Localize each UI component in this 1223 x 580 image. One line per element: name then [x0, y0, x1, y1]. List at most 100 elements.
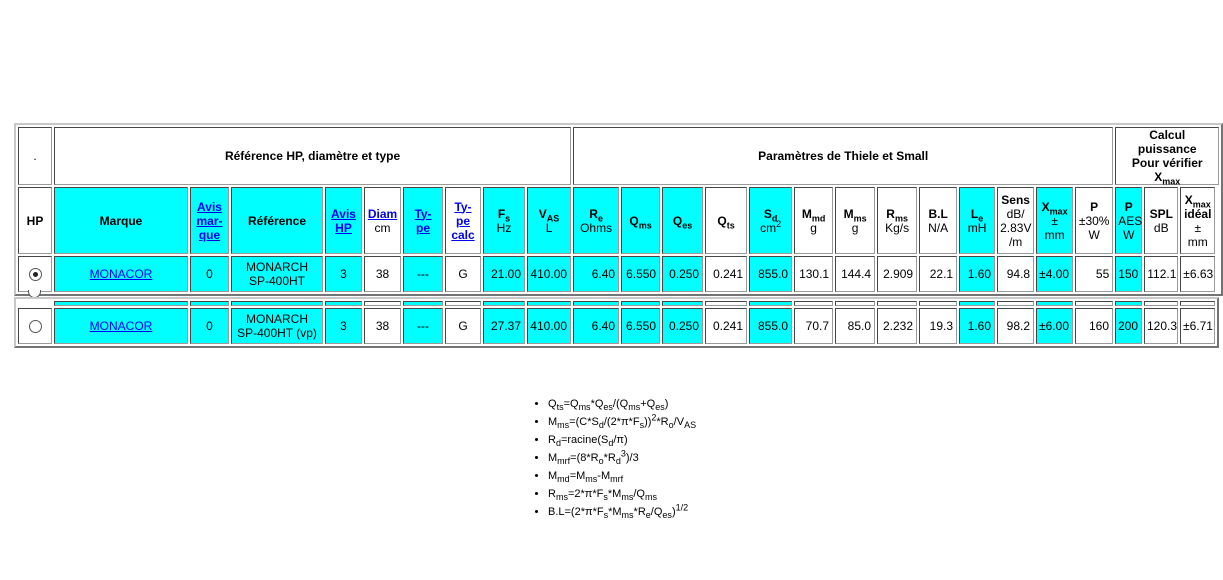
- sort-type-link[interactable]: Ty-pe: [414, 206, 432, 235]
- row-select-cell[interactable]: [18, 256, 52, 292]
- avis-hp-cell: 3: [325, 308, 362, 344]
- row-select-radio[interactable]: [28, 268, 42, 282]
- bl-cell: 22.1: [919, 256, 958, 292]
- formula-item: B.L=(2*π*Fs*Mms*Re/Qes)1/2: [548, 503, 696, 521]
- col-qes-header: Qes: [662, 187, 704, 254]
- formula-item: Mms=(C*Sd/(2*π*Fs))2*Ro/VAS: [548, 413, 696, 431]
- type-calc-cell: G: [445, 256, 481, 292]
- mms-cell: 144.4: [835, 256, 876, 292]
- sd-cell: 855.0: [749, 256, 793, 292]
- rms-cell: 2.232: [877, 308, 917, 344]
- bl-cell: 19.3: [919, 308, 957, 344]
- col-p30-header: P±30%W: [1075, 187, 1114, 254]
- results-table: . Référence HP, diamètre et type Paramèt…: [14, 123, 1223, 296]
- marque-link[interactable]: MONACOR: [89, 267, 153, 281]
- qts-cell: 0.241: [705, 308, 747, 344]
- clipped-spacer-row: [18, 301, 1215, 306]
- qts-cell: 0.241: [705, 256, 748, 292]
- sort-diam-link[interactable]: Diam: [367, 206, 398, 221]
- formula-item: Qts=Qms*Qes/(Qms+Qes): [548, 395, 696, 413]
- qms-cell: 6.550: [621, 256, 661, 292]
- sd-cell: 855.0: [749, 308, 792, 344]
- corner-cell: .: [18, 127, 52, 185]
- row-select-cell[interactable]: [18, 308, 52, 344]
- type-cell: ---: [403, 256, 443, 292]
- marque-cell[interactable]: MONACOR: [54, 308, 188, 344]
- xmax-cell: ±6.00: [1036, 308, 1073, 344]
- marque-link[interactable]: MONACOR: [89, 319, 153, 333]
- fs-cell: 21.00: [483, 256, 525, 292]
- xideal-cell: ±6.63: [1180, 256, 1216, 292]
- formula-item: Rd=racine(Sd/π): [548, 431, 696, 449]
- qms-cell: 6.550: [621, 308, 660, 344]
- row-select-radio[interactable]: [28, 320, 42, 334]
- qes-cell: 0.250: [662, 256, 704, 292]
- col-xmax-header: Xmax±mm: [1036, 187, 1074, 254]
- fs-cell: 27.37: [483, 308, 525, 344]
- le-cell: 1.60: [959, 308, 995, 344]
- mmd-cell: 130.1: [794, 256, 834, 292]
- mmd-cell: 70.7: [794, 308, 833, 344]
- re-cell: 6.40: [573, 256, 620, 292]
- p30-cell: 160: [1075, 308, 1113, 344]
- xmax-cell: ±4.00: [1036, 256, 1074, 292]
- type-calc-cell: G: [445, 308, 481, 344]
- rms-cell: 2.909: [877, 256, 918, 292]
- marque-cell[interactable]: MONACOR: [54, 256, 188, 292]
- spl-cell: 112.1: [1144, 256, 1179, 292]
- diam-cell: 38: [364, 256, 401, 292]
- col-qts-header: Qts: [705, 187, 748, 254]
- col-qms-header: Qms: [621, 187, 661, 254]
- paes-cell: 150: [1115, 256, 1143, 292]
- xideal-cell: ±6.71: [1180, 308, 1215, 344]
- group-thiele-small-header: Paramètres de Thiele et Small: [573, 127, 1114, 185]
- paes-cell: 200: [1115, 308, 1142, 344]
- group-reference-header: Référence HP, diamètre et type: [54, 127, 572, 185]
- col-diam-header[interactable]: Diam cm: [364, 187, 401, 254]
- formula-list: Qts=Qms*Qes/(Qms+Qes)Mms=(C*Sd/(2*π*Fs))…: [528, 395, 696, 521]
- formula-item: Mmd=Mms-Mmrf: [548, 467, 696, 485]
- avis-marque-cell: 0: [190, 256, 229, 292]
- formula-item: Mmrf=(8*Ro*Rd3)/3: [548, 449, 696, 467]
- avis-marque-cell: 0: [190, 308, 229, 344]
- diam-cell: 38: [364, 308, 401, 344]
- sens-cell: 94.8: [997, 256, 1035, 292]
- sens-cell: 98.2: [997, 308, 1034, 344]
- type-cell: ---: [403, 308, 443, 344]
- formula-item: Rms=2*π*Fs*Mms/Qms: [548, 485, 696, 503]
- qes-cell: 0.250: [662, 308, 703, 344]
- spl-cell: 120.3: [1144, 308, 1178, 344]
- le-cell: 1.60: [959, 256, 996, 292]
- group-power-header: Calcul puissance Pour vérifier Xmax: [1115, 127, 1220, 186]
- vas-cell: 410.00: [527, 256, 572, 292]
- col-reference-header: Référence: [231, 187, 323, 254]
- mms-cell: 85.0: [835, 308, 875, 344]
- col-type-header[interactable]: Ty-pe: [403, 187, 443, 254]
- vas-cell: 410.00: [527, 308, 571, 344]
- avis-hp-cell: 3: [325, 256, 362, 292]
